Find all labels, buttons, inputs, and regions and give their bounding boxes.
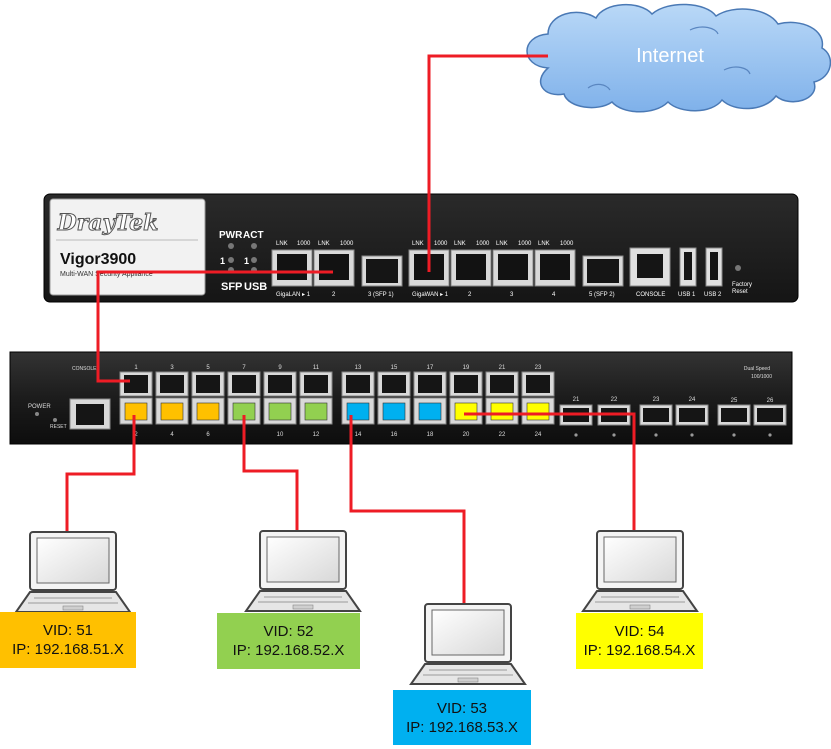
switch-port-bottom-label: 10 — [277, 432, 284, 438]
lan-port-label: GigaLAN ▸ 1 — [276, 292, 311, 298]
laptop-vid51 — [15, 531, 131, 613]
router-device: DrayTek Vigor3900 Multi-WAN Security App… — [43, 193, 799, 303]
svg-text:1000: 1000 — [434, 241, 448, 247]
svg-text:5 (SFP 2): 5 (SFP 2) — [589, 292, 615, 298]
switch-sfp-label: 22 — [611, 397, 618, 403]
switch-port-top-label: 9 — [278, 365, 282, 371]
switch-port-bottom-label: 6 — [206, 432, 210, 438]
cable-wan-internet — [427, 54, 548, 272]
svg-text:1000: 1000 — [518, 241, 532, 247]
switch-port-bottom-label: 4 — [170, 432, 174, 438]
led-act — [251, 243, 257, 249]
svg-text:26: 26 — [767, 398, 774, 404]
svg-text:LNK: LNK — [276, 241, 288, 247]
switch-sfp-label: 21 — [573, 397, 580, 403]
svg-text:25: 25 — [731, 398, 738, 404]
switch-port-top-label: 7 — [242, 365, 246, 371]
svg-text:POWER: POWER — [28, 404, 51, 410]
switch-device: POWER RESET CONSOLE 12345678910111213141… — [9, 351, 793, 445]
svg-text:USB 2: USB 2 — [704, 292, 722, 298]
router-subtitle: Multi-WAN Security Appliance — [60, 271, 153, 278]
svg-text:CONSOLE: CONSOLE — [72, 366, 97, 372]
svg-text:LNK: LNK — [412, 241, 424, 247]
svg-text:100/1000: 100/1000 — [751, 374, 772, 380]
cable-vid51 — [65, 415, 136, 532]
router-model: Vigor3900 — [60, 251, 136, 268]
switch-port-top-label: 17 — [427, 365, 434, 371]
led-sfp-num: 1 — [220, 256, 225, 266]
svg-text:Dual Speed: Dual Speed — [744, 366, 770, 372]
cable-vid53 — [349, 415, 466, 604]
svg-text:LNK: LNK — [454, 241, 466, 247]
switch-port-top-label: 13 — [355, 365, 362, 371]
led-pwr — [228, 243, 234, 249]
svg-text:CONSOLE: CONSOLE — [636, 292, 665, 298]
svg-text:USB 1: USB 1 — [678, 292, 696, 298]
switch-port-bottom-label: 18 — [427, 432, 434, 438]
svg-text:3: 3 — [510, 292, 514, 298]
switch-port-bottom-label: 16 — [391, 432, 398, 438]
led-act-label: ACT — [243, 230, 264, 241]
switch-port-top-label: 19 — [463, 365, 470, 371]
cable-vid52 — [242, 415, 299, 531]
host-ip: IP: 192.168.54.X — [583, 642, 696, 659]
svg-text:2: 2 — [468, 292, 472, 298]
switch-port-top-label: 5 — [206, 365, 210, 371]
cable-lan-switch — [96, 270, 333, 383]
router-brand-logo: DrayTek — [57, 210, 159, 236]
svg-text:LNK: LNK — [538, 241, 550, 247]
cable-vid54 — [464, 412, 636, 530]
internet-label: Internet — [636, 45, 704, 67]
factory-reset-button[interactable] — [735, 265, 741, 271]
svg-text:1000: 1000 — [340, 241, 354, 247]
switch-port-bottom-label: 24 — [535, 432, 542, 438]
switch-port-top-label: 23 — [535, 365, 542, 371]
host-vid: VID: 51 — [42, 622, 94, 639]
laptop-vid53 — [410, 603, 526, 685]
host-ip: IP: 192.168.53.X — [406, 719, 518, 736]
host-label-vid51: VID: 51 IP: 192.168.51.X — [0, 612, 136, 668]
host-vid: VID: 54 — [614, 623, 665, 640]
internet-cloud — [526, 3, 831, 113]
switch-port-top-label: 21 — [499, 365, 506, 371]
switch-port-top-label: 11 — [313, 365, 320, 371]
host-ip: IP: 192.168.52.X — [232, 642, 345, 659]
switch-port-top-label: 1 — [134, 365, 138, 371]
host-ip: IP: 192.168.51.X — [12, 641, 124, 658]
led-pwr-label: PWR — [219, 230, 243, 241]
switch-port-bottom-label: 20 — [463, 432, 470, 438]
host-label-vid52: VID: 52 IP: 192.168.52.X — [217, 613, 360, 669]
host-vid: VID: 52 — [263, 623, 314, 640]
switch-port-bottom-label: 22 — [499, 432, 506, 438]
switch-port-top-label: 15 — [391, 365, 398, 371]
svg-text:LNK: LNK — [496, 241, 508, 247]
switch-port-top-label: 3 — [170, 365, 174, 371]
cables — [65, 54, 636, 604]
led-usb-label: USB — [244, 281, 267, 293]
svg-text:LNK: LNK — [318, 241, 330, 247]
host-vid: VID: 53 — [436, 700, 488, 717]
switch-port-bottom-label: 2 — [134, 432, 138, 438]
led-usb-num: 1 — [244, 256, 249, 266]
led-sfp-label: SFP — [221, 281, 242, 293]
svg-text:Reset: Reset — [732, 289, 748, 295]
switch-sfp-label: 23 — [653, 397, 660, 403]
switch-port-bottom-label: 12 — [313, 432, 320, 438]
laptop-vid52 — [245, 530, 361, 612]
svg-text:3 (SFP 1): 3 (SFP 1) — [368, 292, 394, 298]
wan-port-label: GigaWAN ▸ 1 — [412, 292, 449, 298]
switch-sfp-label: 24 — [689, 397, 696, 403]
svg-text:2: 2 — [332, 292, 336, 298]
laptop-vid54 — [582, 530, 698, 612]
host-label-vid54: VID: 54 IP: 192.168.54.X — [576, 613, 703, 669]
svg-text:4: 4 — [552, 292, 556, 298]
switch-port-bottom-label: 14 — [355, 432, 362, 438]
svg-text:1000: 1000 — [297, 241, 311, 247]
svg-text:RESET: RESET — [50, 424, 67, 430]
svg-text:1000: 1000 — [560, 241, 574, 247]
svg-text:Factory: Factory — [732, 282, 752, 288]
svg-text:1000: 1000 — [476, 241, 490, 247]
host-label-vid53: VID: 53 IP: 192.168.53.X — [393, 690, 531, 745]
